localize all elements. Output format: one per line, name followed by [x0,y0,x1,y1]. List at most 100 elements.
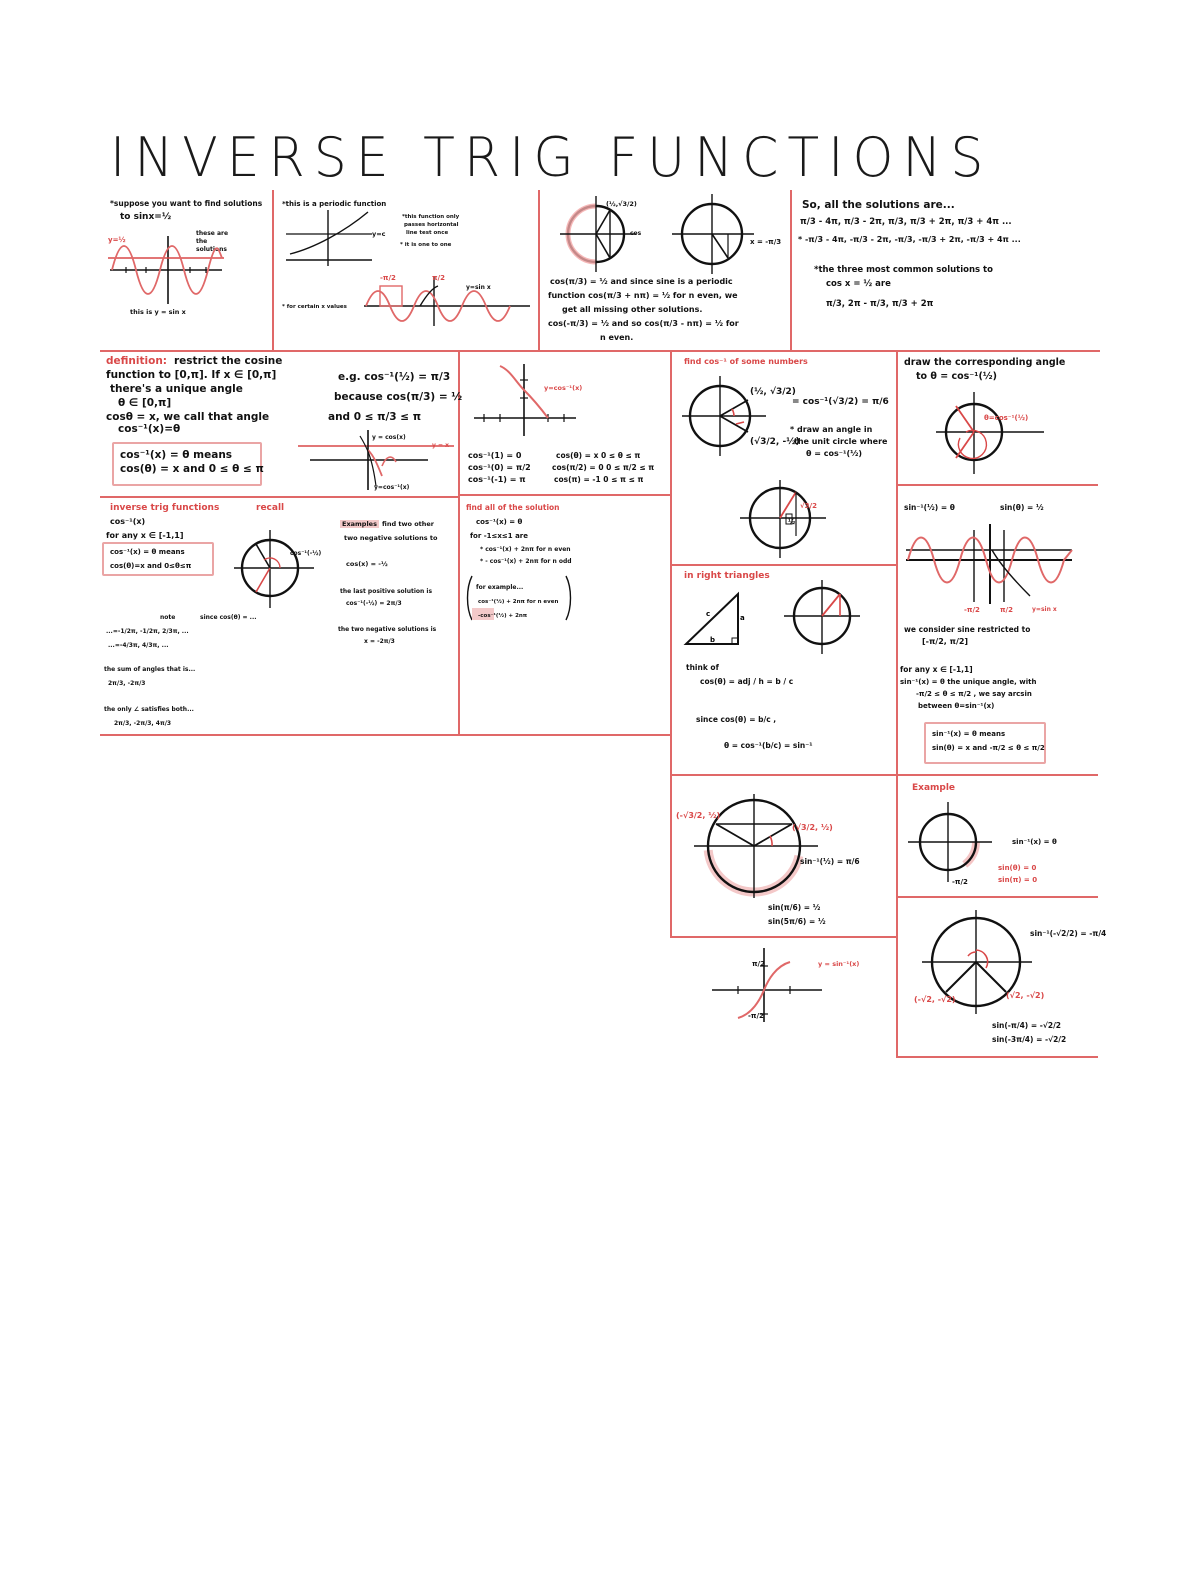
page-title: INVERSE TRIG FUNCTIONS [110,126,993,190]
divider [790,190,792,350]
sine-graph: y=½ [108,236,224,304]
note-text: for example... [476,584,524,591]
note-text: note [160,614,176,621]
note-text: sin(5π/6) = ½ [768,917,826,926]
note-text: π/2 [1000,606,1013,614]
right-triangle: c a b [683,591,745,645]
note-text: between θ=sin⁻¹(x) [918,702,995,710]
divider [896,352,898,1058]
note-text: find two other [382,520,435,528]
note-text: and 0 ≤ π/3 ≤ π [328,411,422,423]
note-text: cos(π/2) = 0 0 ≤ π/2 ≤ π [552,463,655,472]
unit-circle-triangle [784,580,860,654]
divider [898,484,1098,486]
definition-box [112,442,262,486]
note-text: sin(θ) = 0 [998,864,1037,872]
note-text: cos [630,230,642,237]
note-text: *this is a periodic function [282,200,387,208]
note-text: function cos(π/3 + nπ) = ½ for n even, w… [548,291,738,300]
note-text: θ=cos⁻¹(½) [984,414,1029,422]
divider [898,1056,1098,1058]
divider [538,190,540,350]
note-text: *the three most common solutions to [814,265,993,275]
note-text: -π/2 ≤ θ ≤ π/2 , we say arcsin [916,690,1032,698]
note-text: sin⁻¹(½) = θ [904,503,955,512]
note-text: * - cos⁻¹(x) + 2nπ for n odd [480,558,572,565]
note-text: these are the solutions [196,230,229,253]
note-text: the only ∠ satisfies both... [104,706,194,713]
unit-circle-angle-2 [936,392,1044,474]
unit-circle-neg [672,194,754,274]
note-text: *this function only [402,214,460,220]
note-text: function to [0,π]. If x ∈ [0,π] [106,369,277,381]
divider [100,734,672,736]
arcsin-graph [712,948,822,1022]
note-text: -π/2 [748,1012,764,1020]
sine-restricted-graph [364,276,530,326]
note-text: * cos⁻¹(x) + 2nπ for n even [480,546,571,553]
section-heading: definition: [106,355,168,367]
arccos-graph [474,364,576,436]
note-text: x = -π/3 [750,238,782,246]
note-text: -π/2 [964,606,980,614]
note-text: 2π/3, -2π/3, 4π/3 [114,720,172,727]
note-text: cos(x) = -½ [346,560,388,568]
note-text: sin⁻¹(-√2/2) = -π/4 [1030,929,1107,938]
unit-circle-example [908,802,992,882]
note-text: the last positive solution is [340,588,433,595]
note-text: y=cos⁻¹(x) [374,484,410,491]
note-text: √3/2 [800,502,817,510]
note-text: π/3, 2π - π/3, π/3 + 2π [826,299,934,309]
note-text: to sinx=½ [120,212,172,222]
bracket-note [466,575,572,621]
svg-text:c: c [706,610,710,618]
note-text: sin(π) = 0 [998,876,1038,884]
note-text: we consider sine restricted to [904,625,1031,634]
section-heading: recall [256,503,285,513]
note-text: cos⁻¹(1) = 0 [468,451,522,460]
note-text: cos⁻¹(x) [110,517,146,526]
note-text: cos(θ)=x and 0≤θ≤π [110,562,192,570]
note-text: this is y = sin x [130,308,186,316]
note-text: because cos(π/3) = ½ [334,391,463,403]
divider [272,190,274,350]
note-text: cos(π/3) = ½ and since sine is a periodi… [550,277,733,286]
note-text: Examples [340,520,379,528]
unit-circle-arcsin [694,794,818,898]
note-text: cos⁻¹(-½) = 2π/3 [346,600,402,607]
note-text: (-√2, -√2) [914,995,956,1004]
note-text: for -1≤x≤1 are [470,532,528,540]
note-text: sin⁻¹(½) = π/6 [800,857,860,866]
note-text: there's a unique angle [110,383,243,395]
note-text: θ = cos⁻¹(b/c) = sin⁻¹ [724,741,813,750]
unit-circle-arcsin-neg [922,910,1032,1014]
note-text: for any x ∈ [-1,1] [106,531,184,540]
note-text: (½, √3/2) [750,387,796,397]
note-text: y=c [372,230,386,238]
note-text: (√3/2, ½) [792,823,833,832]
note-text: π/3 - 4π, π/3 - 2π, π/3, π/3 + 2π, π/3 +… [800,217,1012,227]
note-text: -π/2 [952,878,968,886]
note-text: to θ = cos⁻¹(½) [916,371,997,382]
note-text: sin(θ) = x and -π/2 ≤ θ ≤ π/2 [932,744,1045,752]
divider [898,896,1098,898]
note-text: -π/2 [380,274,396,282]
note-text: the unit circle where [794,437,888,446]
divider [100,496,458,498]
note-text: (√3/2, -½) [750,437,800,447]
note-text: line test once [406,230,449,236]
unit-circle-cos [560,196,636,272]
note-text: π/2 [432,274,445,282]
note-text: y = sin⁻¹(x) [818,960,860,968]
svg-text:y=½: y=½ [108,236,126,244]
note-text: * it is one to one [400,242,452,248]
definition-box [924,722,1046,764]
note-text: -cos⁻¹(½) + 2nπ [478,613,528,619]
svg-text:a: a [740,614,745,622]
note-text: (½,√3/2) [606,200,637,208]
unit-circle-angle [740,480,826,558]
note-text: y = x [432,442,449,449]
divider [672,936,898,938]
note-text: y=sin x [466,284,491,291]
section-heading: Example [912,783,956,793]
